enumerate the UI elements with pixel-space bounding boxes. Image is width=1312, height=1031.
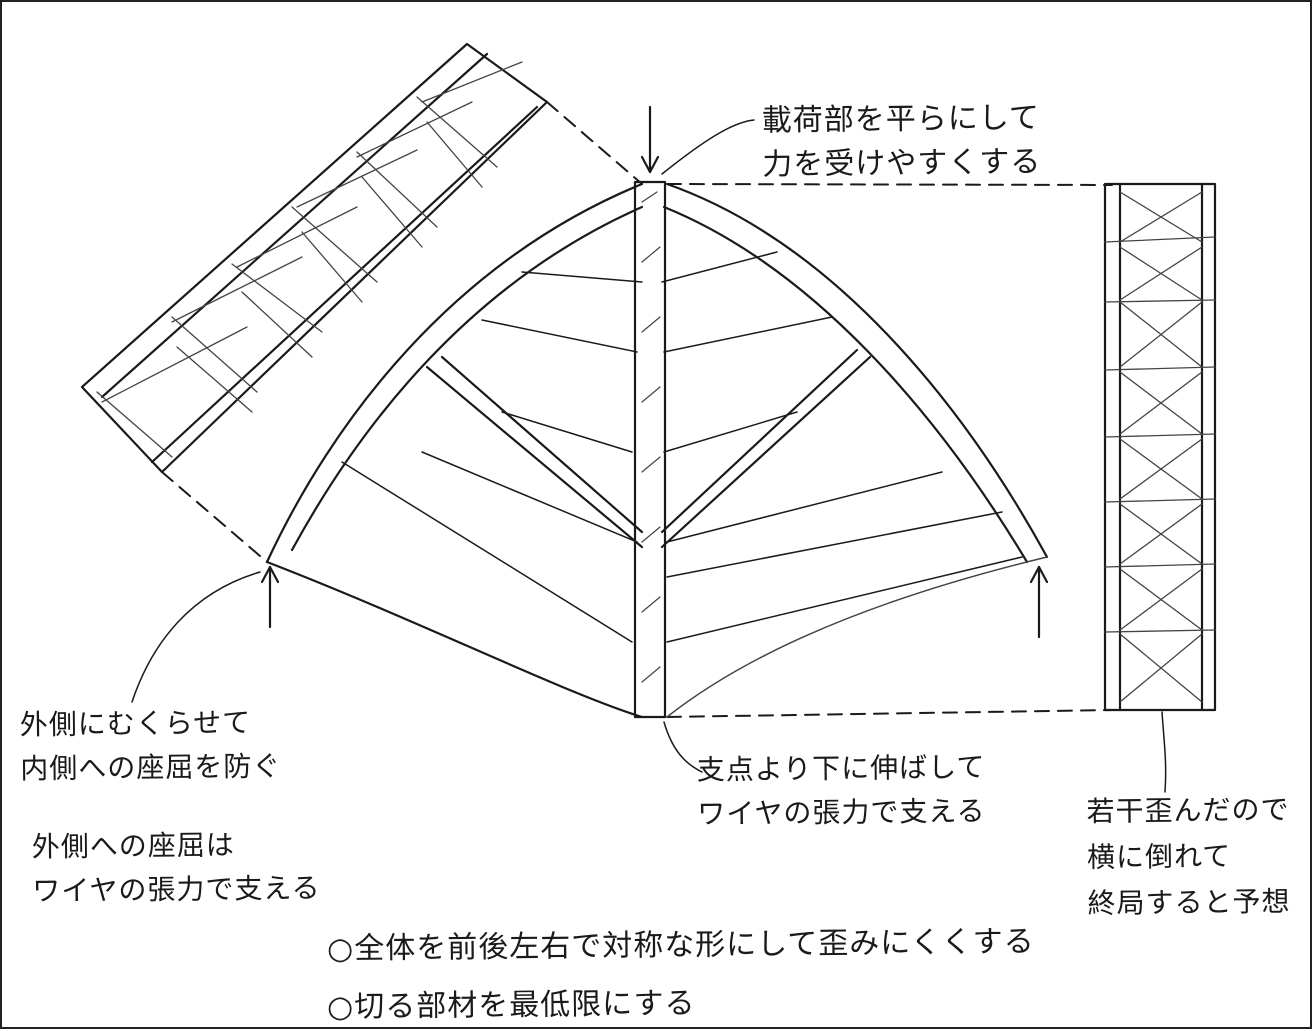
leader-lines xyxy=(131,119,1167,793)
below-support-line-2: ワイヤの張力で支える xyxy=(697,794,986,831)
rotated-truss-member xyxy=(80,42,549,474)
side-view-line-1: 若干歪んだので xyxy=(1086,792,1290,829)
loading-point-note: 載荷部を平らにして 力を受けやすくする xyxy=(762,97,1042,188)
side-view-note: 若干歪んだので 横に倒れて 終局すると予想 xyxy=(1086,787,1290,927)
support-arrow-left xyxy=(260,565,280,629)
side-view-line-2: 横に倒れて xyxy=(1086,839,1232,875)
below-support-note: 支点より下に伸ばして ワイヤの張力で支える xyxy=(697,745,987,836)
outward-buckling-line-2: ワイヤの張力で支える xyxy=(32,871,321,908)
loading-point-line-2: 力を受けやすくする xyxy=(762,144,1042,183)
outward-camber-line-2: 内側への座屈を防ぐ xyxy=(20,749,282,786)
outward-buckling-note: 外側への座屈は ワイヤの張力で支える xyxy=(32,822,321,913)
support-arrow-right xyxy=(1029,565,1049,639)
loading-point-line-1: 載荷部を平らにして xyxy=(761,100,1041,139)
side-view-column xyxy=(1103,182,1217,712)
outward-camber-note: 外側にむくらせて 内側への座屈を防ぐ xyxy=(20,701,282,792)
below-support-line-1: 支点より下に伸ばして xyxy=(696,750,986,787)
load-arrow xyxy=(640,105,660,174)
bullet-symmetry: ○全体を前後左右で対称な形にして歪みにくくする xyxy=(326,924,1035,967)
bullet-minimum-cuts: ○切る部材を最低限にする xyxy=(326,986,696,1025)
side-view-line-3: 終局すると予想 xyxy=(1087,884,1291,921)
arch-truss-front-view xyxy=(265,180,1049,719)
outward-buckling-line-1: 外側への座屈は xyxy=(31,828,235,864)
projection-lines xyxy=(161,101,1113,718)
outward-camber-line-1: 外側にむくらせて xyxy=(19,705,252,742)
